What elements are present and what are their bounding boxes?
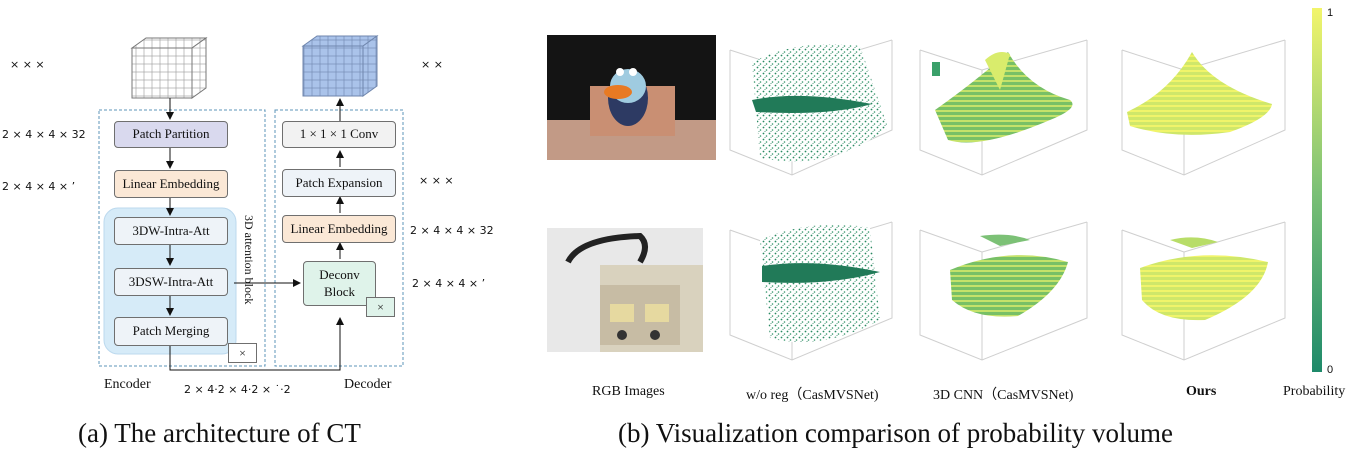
colorbar-max: 1 [1327, 7, 1334, 19]
column-label-3dcnn: 3D CNN（CasMVSNet) [933, 388, 1074, 403]
caption-visualization: (b) Visualization comparison of probabil… [618, 418, 1174, 448]
volume-wo-reg-bottom [760, 224, 880, 343]
column-label-ours: Ours [1186, 384, 1217, 399]
linear-embedding-box-encoder: Linear Embedding [114, 170, 228, 198]
colorbar-min: 0 [1327, 364, 1334, 376]
decoder-frame [274, 109, 404, 367]
rgb-image-bottom [547, 228, 703, 352]
dim-label-5: × × × [419, 174, 454, 187]
shift-intra-att-box: 3DSW-Intra-Att [114, 268, 228, 296]
rgb-image-top [547, 35, 716, 160]
colorbar-label: Probability [1283, 384, 1346, 399]
conv-box: 1 × 1 × 1 Conv [282, 121, 396, 148]
dim-label-2: 2 × 4 × 4 × ʼ [2, 180, 76, 193]
volume-3dcnn-bottom [950, 234, 1068, 317]
intra-att-box: 3DW-Intra-Att [114, 217, 228, 245]
volume-wo-reg-top [752, 44, 888, 162]
attention-block-label: 3D attention block [242, 215, 256, 305]
column-label-wo-reg: w/o reg（CasMVSNet) [746, 388, 879, 403]
input-cube [130, 37, 208, 99]
colorbar [1312, 8, 1322, 372]
patch-merging-box: Patch Merging [114, 317, 228, 346]
decoder-title: Decoder [344, 377, 392, 392]
decoder-times-box: × [366, 297, 395, 317]
volume-3dcnn-top [932, 52, 1073, 143]
deconv-block-box: Deconv Block [303, 261, 376, 306]
volume-ours-top [1127, 52, 1272, 135]
encoder-frame [98, 109, 266, 367]
patch-partition-box: Patch Partition [114, 121, 228, 148]
dim-label-3: 2 × 4 × 4 × 32 [410, 224, 494, 237]
dim-label-4: 2 × 4 × 4 × ʼ [412, 277, 486, 290]
column-label-rgb: RGB Images [592, 384, 665, 399]
dim-label-bottom: 2 × 4·2 × 4·2 × ˙·2 [184, 383, 291, 396]
output-cube [301, 35, 379, 97]
encoder-title: Encoder [104, 377, 151, 392]
caption-architecture: (a) The architecture of CT [78, 418, 361, 448]
linear-embedding-box-decoder: Linear Embedding [282, 215, 396, 243]
cube-input-dims: × × × [10, 58, 45, 71]
cube-output-dims: × × [421, 58, 443, 71]
encoder-times-box: × [228, 343, 257, 363]
volume-ours-bottom [1140, 237, 1268, 321]
dim-label-1: 2 × 4 × 4 × 32 [2, 128, 86, 141]
patch-expansion-box: Patch Expansion [282, 169, 396, 197]
